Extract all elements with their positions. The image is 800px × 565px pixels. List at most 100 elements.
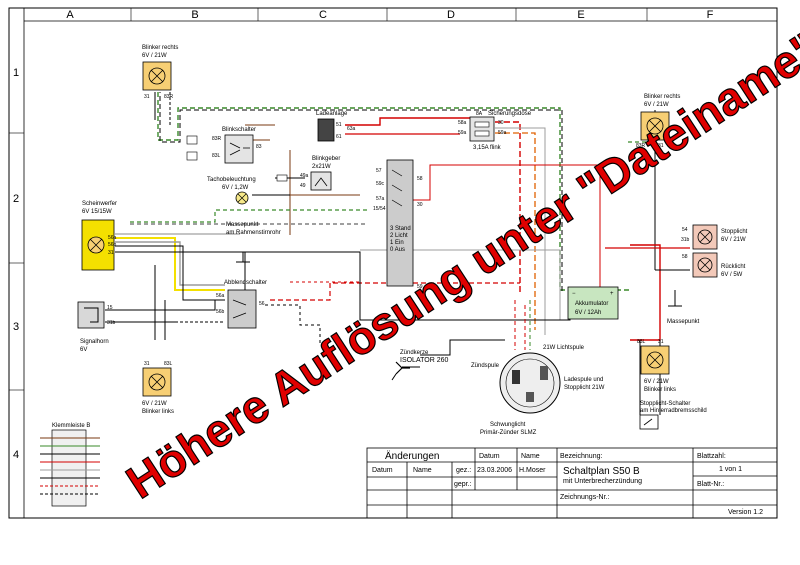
pin-label: 15/54 [373,206,386,212]
massepunkt-right-label: Massepunkt [667,319,700,325]
stopplicht-schalter: Stopplicht-Schalter am Hinterradbremssch… [639,401,707,430]
scheinwerfer-rating: 6V 15/15W [82,209,112,215]
ruecklicht-lamp: Rücklicht 6V / 5W 58 [682,252,746,278]
pin-label: 54 [682,227,688,233]
ladeanlage-label: Ladeanlage [316,111,348,117]
row-label: 4 [13,449,19,461]
pin-label: 31 [144,361,150,367]
pin-label: 83R [636,143,646,149]
blinker-links-right-lamp: 6V / 21W Blinker links 83L 31 [637,339,676,393]
stopplicht-schalter-line2: am Hinterradbremsschild [640,408,707,414]
tachobeleuchtung-name: Tachobeleuchtung [207,177,256,183]
zuendkerze-detail: ISOLATOR 260 [400,357,448,364]
pin-label: 83 [256,144,262,150]
pin-label: 57 [376,168,382,174]
blinker-links-right-rating: 6V / 21W [644,379,669,385]
row-label: 2 [13,193,19,205]
blinker-links-left-name: Blinker links [142,409,174,415]
aenderungen-label: Änderungen [385,450,440,462]
pin-label: 30 [498,120,504,126]
abblendschalter-label: Abblendschalter [224,280,267,286]
blatt-value: 1 von 1 [719,466,742,473]
akku-plus: + [610,291,614,297]
pin-label: 83L [212,153,221,159]
tachobeleuchtung-rating: 6V / 1,2W [222,185,249,191]
gepr-label: gepr.: [454,481,472,488]
pin-label: 59a [458,130,467,136]
column-label: F [707,9,714,21]
blinker-links-right-name: Blinker links [644,387,676,393]
pin-label: 49a [300,173,309,179]
blinkgeber: Blinkgeber 2x21W 49a 49 [276,156,340,191]
pin-label: 58 [417,176,423,182]
pin-label: 31b [107,320,116,326]
zuendschloss: 3 Stand 2 Licht 1 Ein 0 Aus 57 59c 57a 1… [373,159,423,290]
pin-label: 58 [682,254,688,260]
bezeichnung-sub: mit Unterbrecherzündung [563,478,642,485]
massepunkt-rahmen: Massepunkt am Rahmenstirnrohr [226,222,281,263]
schwunglicht-line1: Schwunglicht [490,422,526,428]
datum-col-label: Datum [372,467,393,474]
zuendschloss-pos0: 0 Aus [390,247,405,253]
column-labels: A B C D E F [66,9,713,21]
name-label: Name [521,453,540,460]
blinker-links-left-lamp: 6V / 21W Blinker links 31 83L [142,361,174,415]
title-block-text: Änderungen Datum Name Datum Name gez.: 2… [372,450,763,516]
pin-label: 83L [164,361,173,367]
pin-label: 8A [476,111,483,117]
zuendschloss-pos3: 3 Stand [390,226,411,232]
sicherung-rating: 3,15A flink [473,145,502,151]
lichtspule-label: 21W Lichtspule [543,345,585,351]
blinkgeber-rating: 2x21W [312,164,331,170]
massepunkt-right: Massepunkt [667,300,700,325]
pin-label: 31 [658,339,664,345]
blinker-rechts-right-name: Blinker rechts [644,94,680,100]
pin-label: 31 [658,143,664,149]
pin-label: 56a [216,293,225,299]
blinkschalter-label: Blinkschalter [222,127,256,133]
pin-label: 56b [216,309,225,315]
zuendspule-label: Zündspule [471,363,500,369]
pin-label: 83R [164,94,174,100]
row-labels: 1 2 3 4 [13,67,19,461]
pin-label: 58a [458,120,467,126]
schwunglicht-line2: Primär-Zünder SLMZ [480,430,537,436]
stopplicht-name: Stopplicht [721,229,748,235]
abblendschalter: Abblendschalter 56a 56b 56 [216,280,267,329]
pin-label: 30 [417,202,423,208]
blinkschalter: Blinkschalter 83 83R 83L [186,127,262,164]
signalhorn-name: Signalhorn [80,339,109,345]
akkumulator-name: Akkumulator [575,301,608,307]
column-label: B [191,9,198,21]
akkumulator-rating: 6V / 12Ah [575,310,601,316]
column-label: D [447,9,455,21]
datum-label: Datum [479,453,500,460]
blinkgeber-name: Blinkgeber [312,156,340,162]
gez-name: H.Moser [519,467,546,474]
gez-label: gez.: [456,467,471,474]
zuendkerze: Zündkerze ISOLATOR 260 [391,350,448,381]
pin-label: 59 [417,284,423,290]
ladespule-line2: Stopplicht 21W [564,385,605,391]
pin-label: 31 [144,94,150,100]
pin-label: 83R [212,136,222,142]
zuendkerze-name: Zündkerze [400,350,429,356]
massepunkt-rahmen-name: Massepunkt [226,222,259,228]
ruecklicht-rating: 6V / 5W [721,272,743,278]
zeichnungs-nr-label: Zeichnungs-Nr.: [560,494,609,501]
name-col-label: Name [413,467,432,474]
row-label: 1 [13,67,19,79]
scheinwerfer: Scheinwerfer 6V 15/15W 56a 56b 31 [81,201,117,271]
klemmleiste-label: Klemmleiste B [52,423,90,429]
pin-label: 56a [108,235,117,241]
signalhorn: Signalhorn 6V 15 31b [77,301,116,353]
pin-label: 59c [376,181,385,187]
blinker-rechts-left-rating: 6V / 21W [142,53,167,59]
schwunglicht: Zündspule 21W Lichtspule Ladespule und S… [471,345,605,436]
akku-minus: − [572,291,576,297]
ruecklicht-name: Rücklicht [721,264,746,270]
pin-label: 57a [376,196,385,202]
column-label: A [66,9,74,21]
stopplicht-rating: 6V / 21W [721,237,746,243]
